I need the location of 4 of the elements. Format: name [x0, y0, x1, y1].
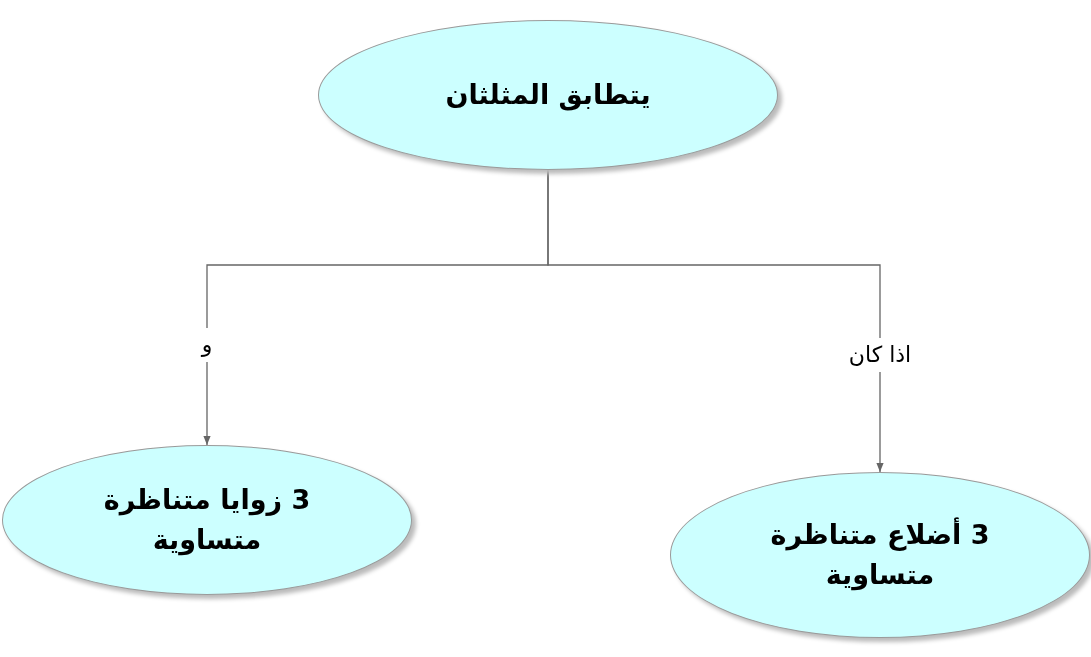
ellipse-node: يتطابق المثلثان [318, 20, 778, 170]
ellipse-node: 3 زوايا متناظرة متساوية [2, 445, 412, 595]
ellipse-node: 3 أضلاع متناظرة متساوية [670, 472, 1090, 638]
arrow [203, 169, 549, 446]
